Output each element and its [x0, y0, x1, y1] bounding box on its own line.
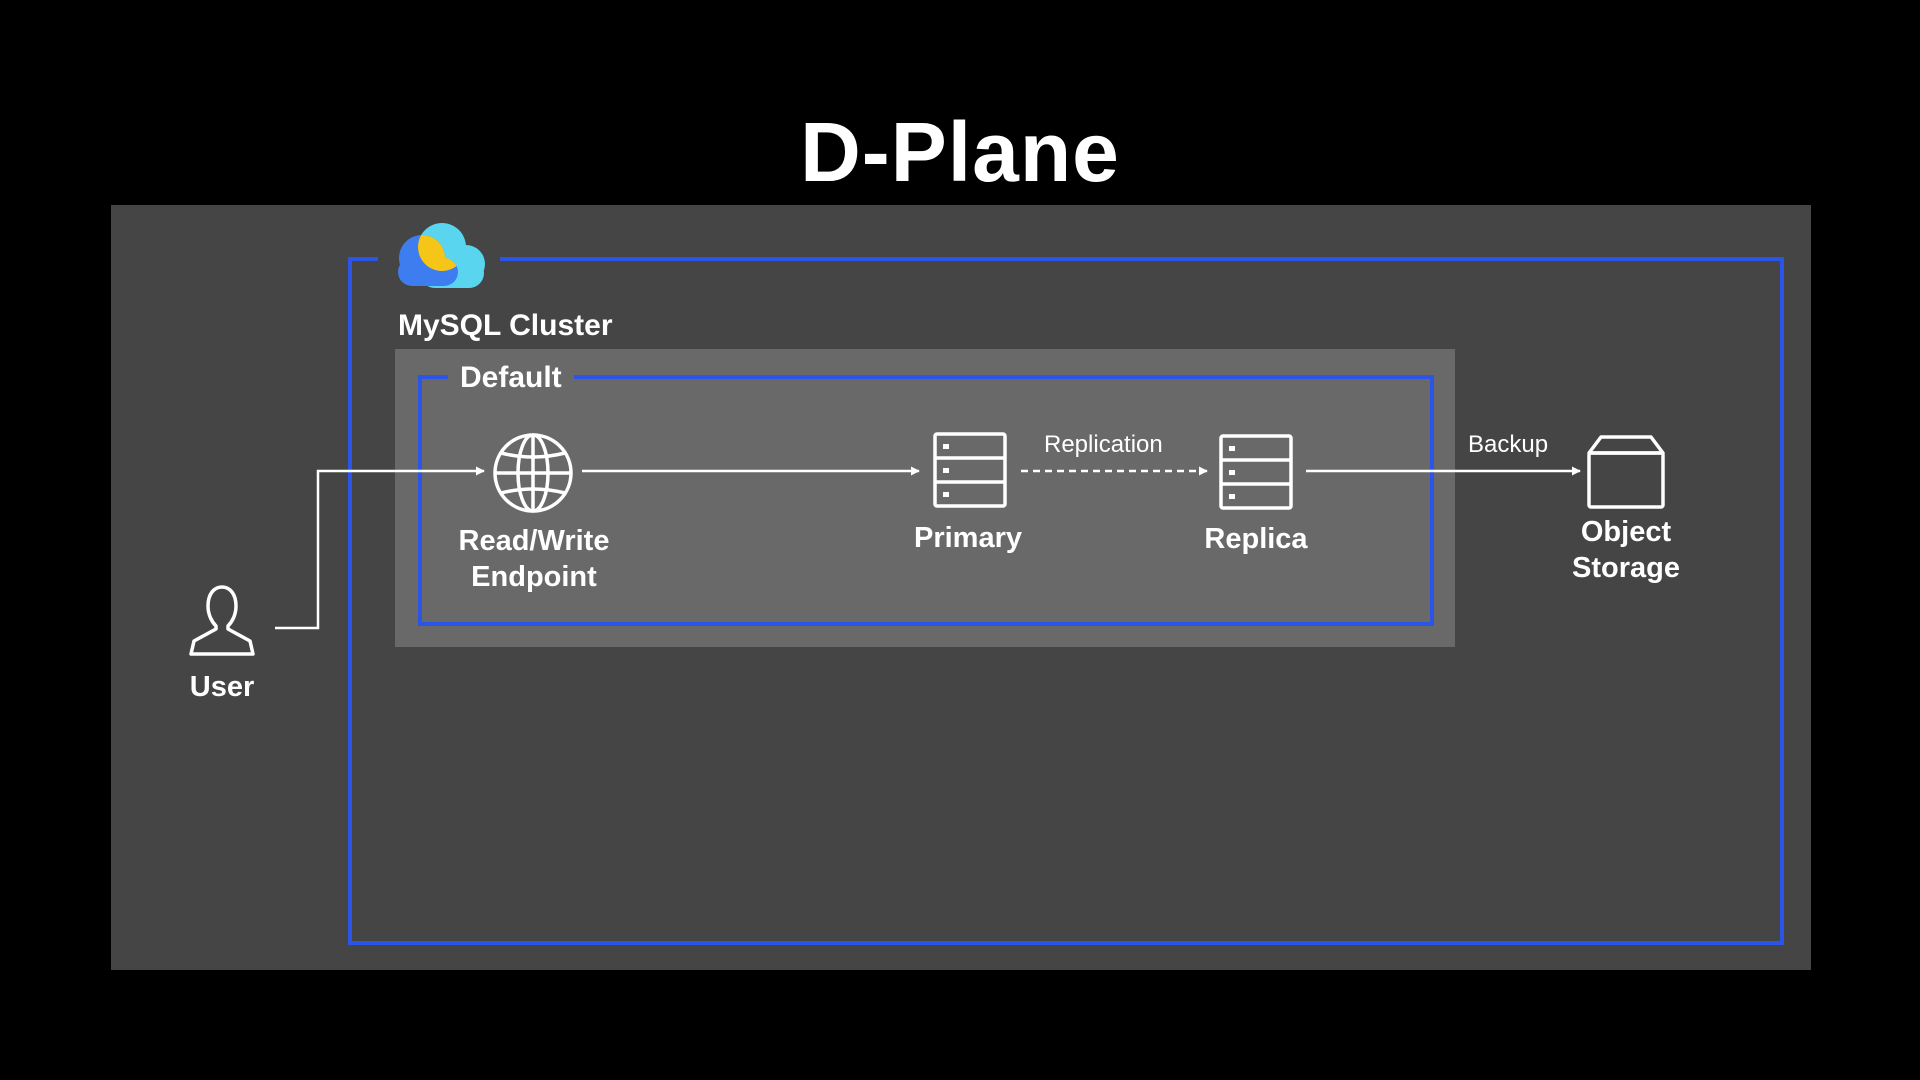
mysql-cluster-frame — [348, 257, 1784, 945]
storage-label: Object Storage — [1496, 514, 1756, 586]
page-title: D-Plane — [800, 105, 1120, 199]
user-label: User — [189, 671, 255, 703]
cloud-icon — [398, 223, 485, 288]
user-to-endpoint-arrow — [275, 466, 485, 630]
primary-label: Primary — [913, 522, 1022, 554]
box-icon — [1587, 435, 1665, 509]
primary-server-icon — [933, 432, 1007, 508]
endpoint-label-line1: Read/Write — [458, 525, 610, 557]
cluster-label: MySQL Cluster — [398, 309, 613, 342]
backup-label: Backup — [1468, 431, 1549, 458]
default-group-box — [395, 349, 1455, 647]
storage-label-line1: Object — [1580, 516, 1672, 548]
replication-label: Replication — [1044, 431, 1163, 458]
replica-label: Replica — [1204, 523, 1308, 555]
default-group-frame — [418, 375, 1434, 626]
replica-server-icon — [1219, 434, 1293, 510]
default-group-label: Default — [448, 358, 574, 398]
endpoint-label: Read/Write Endpoint — [404, 523, 664, 595]
globe-icon — [493, 433, 573, 513]
user-icon — [189, 585, 255, 656]
storage-label-line2: Storage — [1572, 552, 1680, 584]
endpoint-label-line2: Endpoint — [471, 561, 597, 593]
